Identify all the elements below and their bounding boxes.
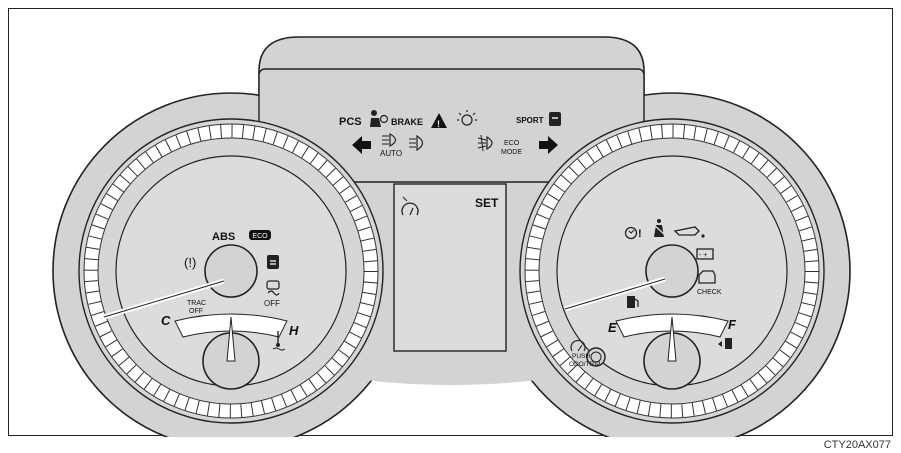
- battery-icon: - +: [696, 248, 714, 260]
- hot-label: H: [289, 323, 299, 338]
- right-gauge: ! - +: [519, 118, 825, 424]
- odo-trip-button-icon[interactable]: [586, 347, 606, 367]
- eco-badge: [249, 230, 271, 240]
- front-fog-icon: [477, 134, 493, 152]
- auto-headlight-icon: [382, 132, 397, 148]
- abs-label: ABS: [212, 231, 235, 243]
- eco-badge-label: ECO: [252, 233, 268, 240]
- eco-label: ECO: [504, 140, 520, 147]
- full-label: F: [728, 317, 737, 332]
- tail-light-icon: [409, 134, 424, 152]
- check-label: CHECK: [697, 289, 722, 296]
- car-door-icon: [549, 112, 561, 126]
- seatbelt-icon: [652, 219, 666, 237]
- vsc-off-icon: [266, 280, 280, 296]
- diagram-frame: (!) ECO: [8, 8, 893, 437]
- instrument-cluster-diagram: (!) ECO: [52, 36, 851, 437]
- fuel-door-icon: [718, 338, 732, 349]
- low-fuel-icon: [627, 296, 639, 308]
- center-display: [393, 183, 507, 352]
- svg-text:- +: - +: [699, 252, 707, 259]
- svg-text:!: !: [437, 119, 440, 129]
- speed-limit-icon: [570, 339, 586, 352]
- auto-label: AUTO: [380, 149, 402, 158]
- trac-off-label: OFF: [189, 308, 203, 315]
- fuel-needle: [667, 316, 677, 362]
- tire-pressure-icon: (!): [184, 255, 196, 270]
- odo-trip-label: ODO/TRIP: [569, 361, 600, 368]
- right-arrow-icon: [539, 136, 558, 154]
- figure-code: CTY20AX077: [823, 439, 891, 451]
- push-label: PUSH: [572, 353, 590, 360]
- sport-label: SPORT: [516, 116, 544, 125]
- cold-label: C: [161, 313, 171, 328]
- labels: PCS BRAKE SPORT AUTO ECO MODE SET ABS TR…: [161, 116, 737, 368]
- vsc-off-label: OFF: [264, 299, 280, 308]
- warning-triangle-icon: [431, 113, 447, 128]
- cruise-control-icon: [401, 196, 419, 216]
- check-engine-icon: [698, 270, 716, 284]
- brake-label: BRAKE: [391, 117, 423, 127]
- mode-label: MODE: [501, 149, 522, 156]
- left-gauge: (!) ECO: [78, 118, 384, 424]
- airbag-icon: [370, 110, 389, 127]
- pcs-label: PCS: [339, 116, 362, 128]
- left-arrow-icon: [352, 136, 371, 154]
- empty-label: E: [608, 320, 617, 335]
- coolant-temp-icon: [272, 331, 286, 351]
- master-warning-icon: !: [624, 226, 642, 240]
- light-indicator-icon: [457, 110, 477, 126]
- temp-needle: [226, 316, 236, 362]
- oil-pressure-icon: [673, 226, 705, 238]
- set-label: SET: [475, 196, 499, 210]
- svg-text:!: !: [638, 228, 642, 240]
- svg-text:(!): (!): [184, 255, 196, 270]
- trac-label: TRAC: [187, 300, 206, 307]
- slip-indicator-icon: [267, 255, 279, 269]
